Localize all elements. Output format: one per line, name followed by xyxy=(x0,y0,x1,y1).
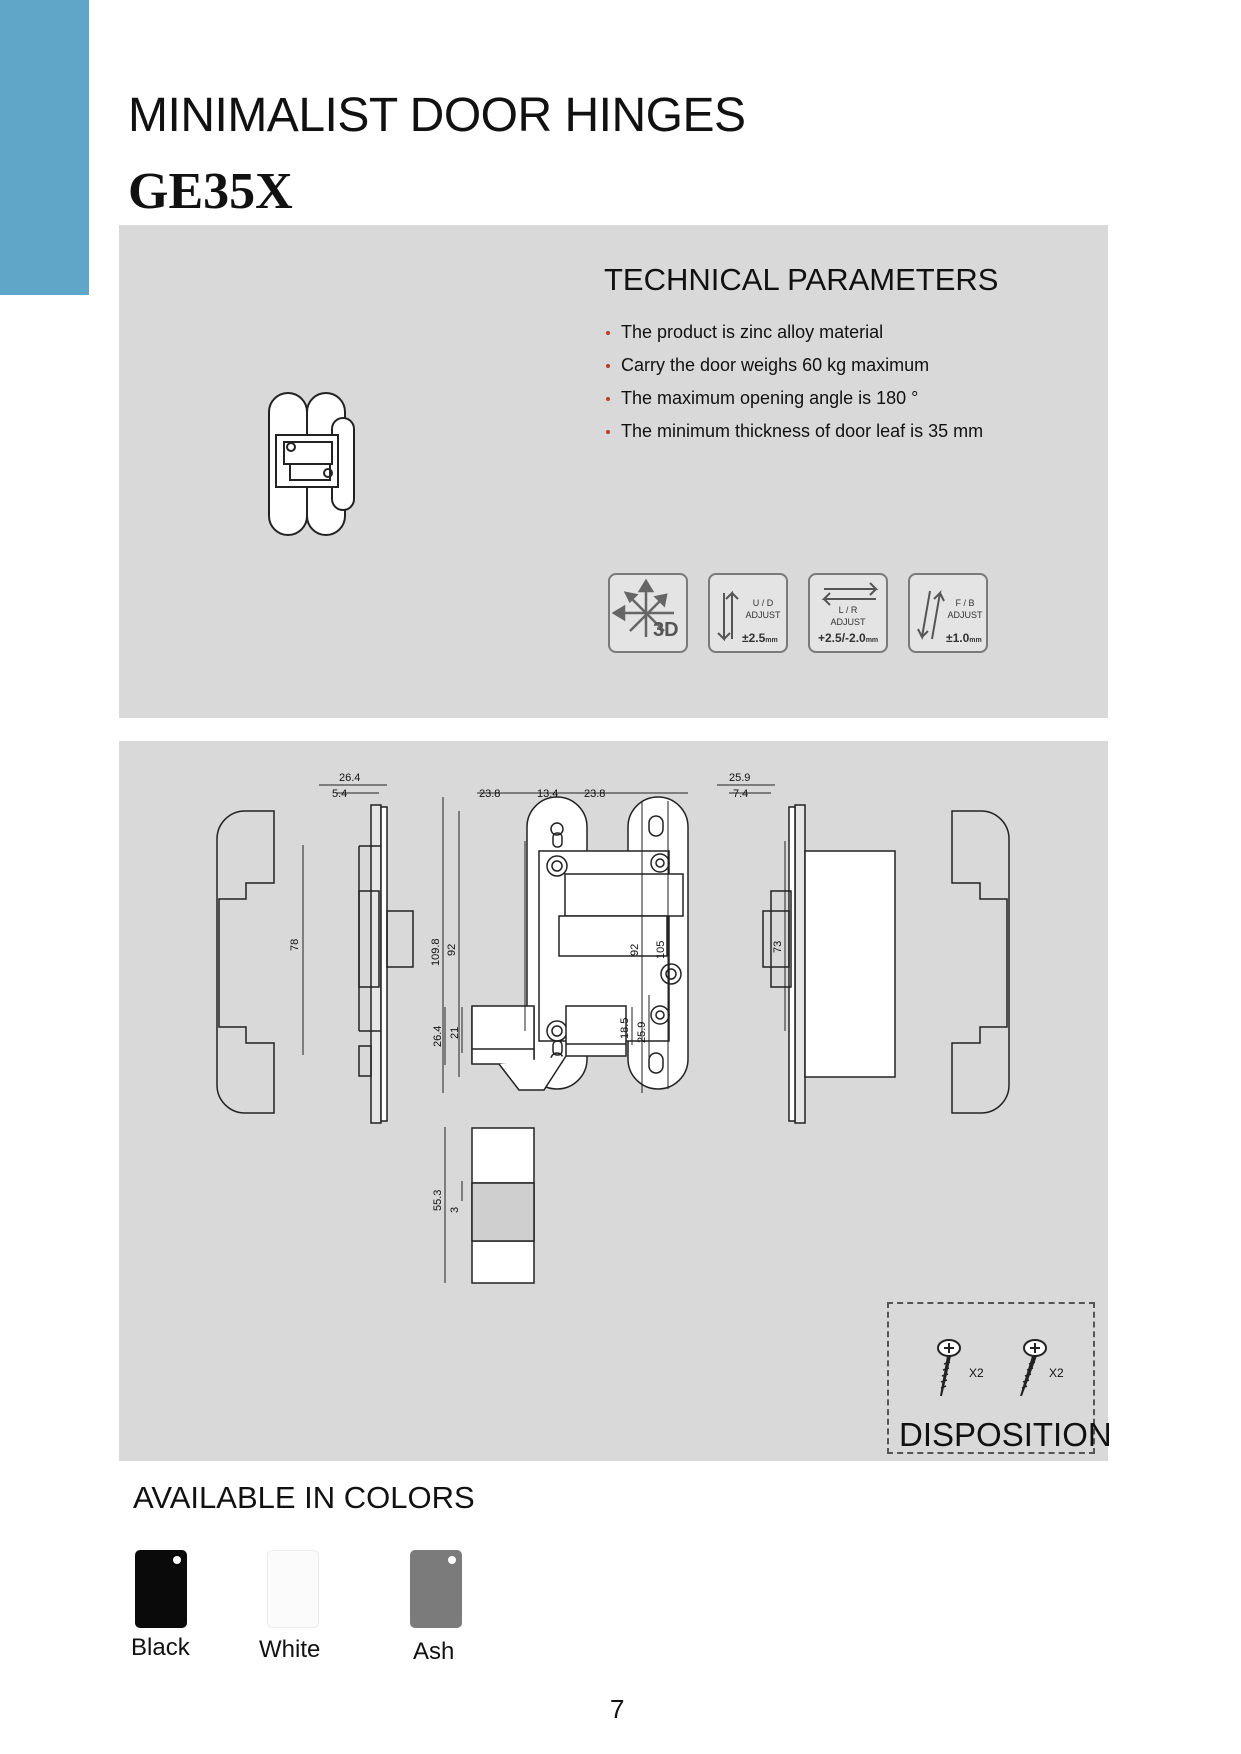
colors-heading: AVAILABLE IN COLORS xyxy=(133,1480,475,1515)
svg-text:23.8: 23.8 xyxy=(479,788,500,800)
color-swatch-black xyxy=(135,1550,187,1628)
up-down-adjust-badge: U / D ADJUST ±2.5mm xyxy=(708,573,788,653)
technical-drawing: 26.4 5.4 23.8 13.4 23.8 25.9 7.4 78 109.… xyxy=(216,772,1010,1284)
svg-text:73: 73 xyxy=(772,941,784,953)
screw-icon xyxy=(937,1339,961,1396)
left-right-arrow-icon xyxy=(821,582,879,606)
left-right-adjust-badge: L / R ADJUST +2.5/-2.0mm xyxy=(808,573,888,653)
svg-text:78: 78 xyxy=(289,939,301,951)
color-label-ash: Ash xyxy=(413,1638,455,1665)
color-swatch-white xyxy=(267,1550,319,1628)
svg-text:92: 92 xyxy=(446,944,458,956)
3d-adjust-icon xyxy=(611,578,674,637)
svg-text:18.5: 18.5 xyxy=(619,1018,631,1039)
svg-text:25.9: 25.9 xyxy=(636,1022,648,1043)
parameter-item: Carry the door weighs 60 kg maximum xyxy=(604,355,983,388)
svg-text:92: 92 xyxy=(629,944,641,956)
model-name: GE35X xyxy=(128,163,293,220)
left-right-label-adjust: ADJUST xyxy=(830,617,866,627)
parameter-item: The minimum thickness of door leaf is 35… xyxy=(604,421,983,454)
up-down-label-adjust: ADJUST xyxy=(745,610,781,620)
screw-quantity: X2 xyxy=(1049,1366,1064,1380)
parameter-item: The product is zinc alloy material xyxy=(604,322,983,355)
front-back-label: F / B xyxy=(955,598,975,608)
front-back-adjust-badge: F / B ADJUST ±1.0mm xyxy=(908,573,988,653)
side-accent-tab xyxy=(0,0,89,295)
color-label-black: Black xyxy=(131,1634,190,1661)
svg-text:25.9: 25.9 xyxy=(729,772,750,784)
svg-text:3: 3 xyxy=(449,1207,461,1213)
parameter-item: The maximum opening angle is 180 ° xyxy=(604,388,983,421)
svg-text:5.4: 5.4 xyxy=(332,788,347,800)
disposition-box: X2 X2 DISPOSITION xyxy=(887,1302,1112,1454)
3d-label: 3D xyxy=(653,619,679,641)
svg-text:109.8: 109.8 xyxy=(430,938,442,966)
up-down-label: U / D xyxy=(752,598,774,608)
front-back-arrow-icon xyxy=(917,590,945,641)
svg-text:13.4: 13.4 xyxy=(537,788,558,800)
svg-text:21: 21 xyxy=(449,1027,461,1039)
left-right-value: +2.5/-2.0mm xyxy=(818,631,879,645)
svg-text:26.4: 26.4 xyxy=(339,772,360,784)
svg-text:105: 105 xyxy=(655,941,667,959)
page-title: MINIMALIST DOOR HINGES xyxy=(128,89,746,142)
3d-adjust-badge: 3D xyxy=(608,573,688,653)
svg-text:7.4: 7.4 xyxy=(733,788,748,800)
color-label-white: White xyxy=(259,1636,321,1663)
svg-text:55.3: 55.3 xyxy=(432,1190,444,1211)
page-number: 7 xyxy=(610,1694,625,1724)
front-back-label-adjust: ADJUST xyxy=(947,610,983,620)
front-back-value: ±1.0mm xyxy=(946,631,982,645)
up-down-arrow-icon xyxy=(717,590,739,642)
svg-text:23.8: 23.8 xyxy=(584,788,605,800)
disposition-label: DISPOSITION xyxy=(899,1416,1112,1453)
left-right-label: L / R xyxy=(838,605,858,615)
technical-parameters-list: The product is zinc alloy material Carry… xyxy=(604,322,983,454)
hinge-product-icon xyxy=(268,392,355,536)
technical-parameters-heading: TECHNICAL PARAMETERS xyxy=(604,262,999,297)
up-down-value: ±2.5mm xyxy=(742,631,778,645)
screw-quantity: X2 xyxy=(969,1366,984,1380)
color-swatch-ash xyxy=(410,1550,462,1628)
svg-text:26.4: 26.4 xyxy=(432,1026,444,1047)
screw-icon xyxy=(1020,1339,1047,1396)
